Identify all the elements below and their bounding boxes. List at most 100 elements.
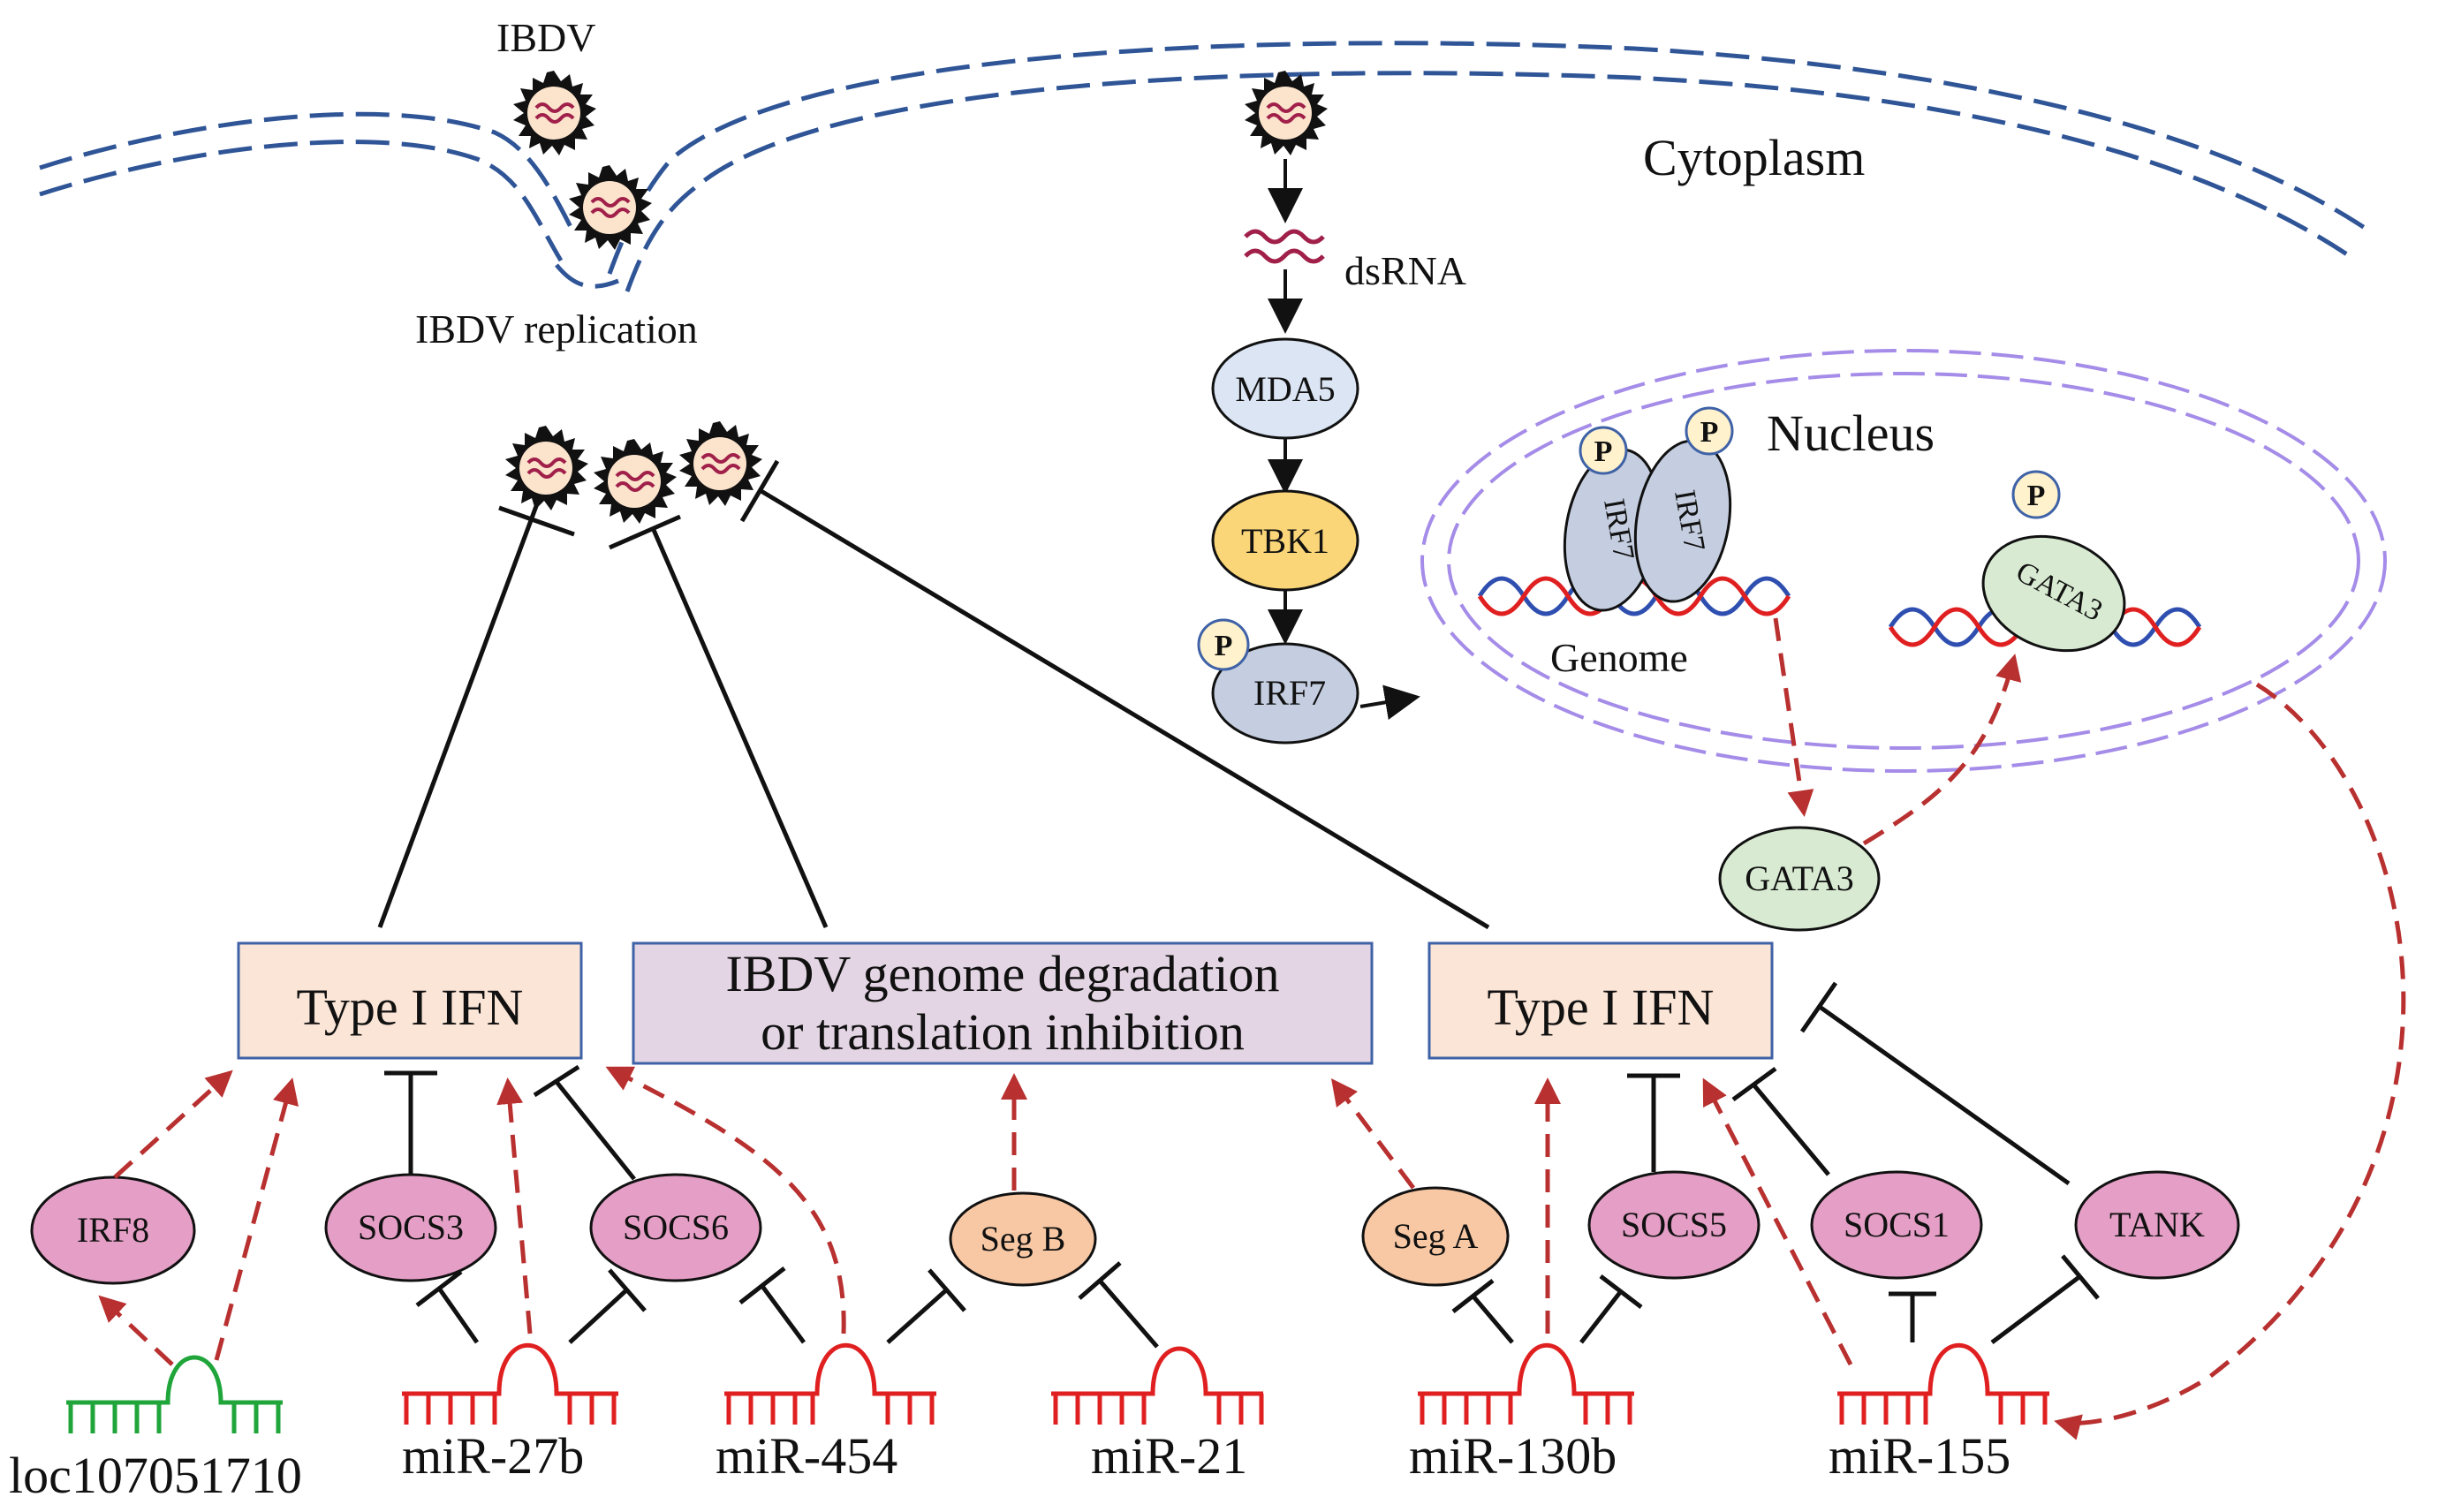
mir-27b-glyph	[402, 1342, 618, 1425]
ibdv-virus-cluster	[504, 420, 764, 525]
socs3-label: SOCS3	[358, 1207, 464, 1247]
inhibit-bar	[1599, 1274, 1643, 1309]
socs6-node	[589, 1173, 762, 1282]
inhibit-bar	[1451, 1279, 1495, 1313]
inhibit-bar	[533, 1064, 580, 1098]
gata3-label: GATA3	[1745, 858, 1853, 898]
inhibit-degradation-virus	[651, 529, 829, 928]
inhibit-mir27b-socs6	[568, 1288, 629, 1344]
arrow-genome-gata3	[1773, 617, 1814, 817]
cell-membrane	[39, 41, 2369, 292]
mir-130b-glyph	[1418, 1342, 1634, 1425]
degradation-line1: IBDV genome degradation	[725, 945, 1279, 1002]
ibdv-replication-label: IBDV replication	[415, 306, 698, 352]
inhibit-bar	[928, 1268, 966, 1312]
inhibit-mir130b-socs5	[1579, 1289, 1623, 1344]
type-i-ifn-left-label: Type I IFN	[297, 979, 524, 1036]
phosphate-badge	[2011, 470, 2061, 519]
gata3-nuclear-node	[1981, 534, 2126, 653]
loc107051710-label: loc107051710	[9, 1447, 302, 1504]
inhibit-bar	[608, 1268, 647, 1312]
ibdv-virus-icon	[511, 69, 598, 157]
socs1-label: SOCS1	[1844, 1205, 1950, 1244]
inhibit-mir130b-sega	[1472, 1295, 1514, 1344]
inhibit-mir454-socs6	[759, 1283, 806, 1344]
type-i-ifn-box-left	[237, 941, 583, 1060]
nucleus	[1420, 349, 2387, 773]
virus-icon	[592, 437, 678, 525]
arrow-irf8-ifn	[113, 1070, 233, 1179]
phosphate-label: P	[1700, 416, 1719, 449]
socs6-label: SOCS6	[623, 1207, 729, 1247]
mir-21-label: miR-21	[1091, 1427, 1247, 1485]
tank-label: TANK	[2109, 1205, 2205, 1244]
inhibit-ifn-left-virus	[377, 498, 541, 928]
seg-b-node	[949, 1191, 1097, 1287]
loc107051710-glyph	[66, 1355, 283, 1433]
ibdv-virus-entering-icon	[567, 163, 654, 252]
type-i-ifn-box-right	[1427, 941, 1774, 1060]
degradation-line2: or translation inhibition	[761, 1003, 1245, 1061]
inhibit-bar	[498, 505, 575, 537]
genome-label: Genome	[1550, 635, 1688, 680]
mir-454-label: miR-454	[716, 1427, 897, 1485]
mir-155-glyph	[1837, 1342, 2049, 1425]
inhibit-mir27b-socs3	[437, 1288, 480, 1344]
irf8-node	[30, 1176, 196, 1285]
inhibit-mir454-segb	[886, 1288, 949, 1344]
inhibit-bar	[1078, 1261, 1122, 1300]
inhibit-socs1-ifn	[1752, 1083, 1830, 1176]
inhibit-bar	[608, 514, 682, 550]
arrow-loc-ifn	[214, 1077, 299, 1361]
mir-21-glyph	[1051, 1346, 1264, 1425]
arrow-mir27b-ifn	[496, 1077, 533, 1334]
tank-node	[2074, 1170, 2240, 1280]
type-i-ifn-right-label: Type I IFN	[1488, 979, 1715, 1036]
arrow-irf7-nucleus	[1359, 684, 1420, 720]
socs5-node	[1587, 1170, 1761, 1280]
irf7-label: IRF7	[1253, 673, 1326, 713]
inhibit-bar	[739, 459, 780, 523]
arrow-mir454-ifn	[605, 1066, 846, 1334]
socs5-label: SOCS5	[1621, 1205, 1727, 1244]
inhibit-tank-ifn	[1818, 1004, 2071, 1186]
phosphate-badge	[1197, 618, 1250, 671]
arrow-gata3-nucleus	[1862, 654, 2022, 846]
virus-icon	[504, 424, 590, 512]
dsrna-icon	[1244, 229, 1325, 264]
mda5-label: MDA5	[1235, 369, 1335, 409]
phosphate-label: P	[1594, 435, 1613, 468]
inhibit-socs6-ifn	[555, 1080, 636, 1181]
inhibit-bar	[2061, 1254, 2100, 1300]
inhibit-mir21-segb	[1098, 1279, 1159, 1349]
inhibit-bar	[1799, 981, 1838, 1033]
inhibit-bar	[415, 1270, 463, 1307]
seg-a-label: Seg A	[1393, 1216, 1479, 1256]
mir-27b-label: miR-27b	[402, 1427, 584, 1485]
ibdv-virus-sensing-icon	[1243, 69, 1329, 157]
arrow-mir155-ifn	[1702, 1077, 1853, 1366]
phosphate-badge	[1685, 406, 1734, 456]
arrow-gata3-mir155	[2054, 682, 2406, 1440]
phosphate-badge	[1579, 426, 1628, 475]
irf8-label: IRF8	[77, 1210, 149, 1250]
phosphate-label: P	[1215, 630, 1233, 662]
inhibit-bar	[1731, 1066, 1777, 1102]
inhibit-ifn-right-virus	[758, 488, 1490, 930]
tbk1-label: TBK1	[1241, 521, 1329, 561]
phosphate-label: P	[2027, 480, 2046, 512]
virus-icon	[678, 420, 764, 508]
gata3-node	[1718, 826, 1881, 932]
dsrna-label: dsRNA	[1344, 248, 1466, 293]
irf7-node	[1211, 642, 1359, 745]
mir-155-label: miR-155	[1829, 1427, 2010, 1485]
seg-a-node	[1361, 1186, 1510, 1287]
arrow-loc-irf8	[98, 1295, 174, 1366]
ibdv-label: IBDV	[496, 15, 595, 60]
genome-degradation-box	[632, 941, 1374, 1065]
mir-454-glyph	[724, 1342, 936, 1425]
inhibit-mir155-tank	[1990, 1274, 2082, 1344]
nucleus-label: Nucleus	[1767, 404, 1935, 462]
socs1-node	[1810, 1170, 1983, 1280]
